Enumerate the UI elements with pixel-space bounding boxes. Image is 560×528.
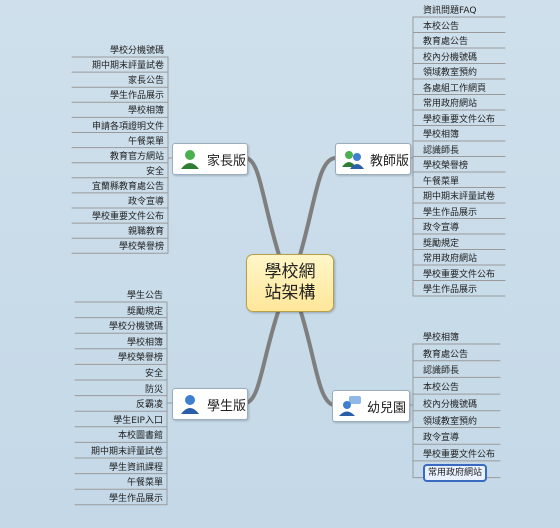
topic-leaf[interactable]: 學校榮譽榜 bbox=[117, 353, 163, 364]
topic-leaf[interactable]: 常用政府網站 bbox=[423, 463, 488, 482]
topic-leaf[interactable]: 家長公告 bbox=[127, 76, 164, 87]
topic-leaf[interactable]: 學生EIP入口 bbox=[113, 415, 163, 426]
topic-leaf[interactable]: 教育處公告 bbox=[423, 349, 469, 360]
topic-leaf[interactable]: 本校公告 bbox=[423, 21, 460, 32]
user-group-icon bbox=[342, 149, 364, 169]
topic-leaf[interactable]: 申請各項證明文件 bbox=[91, 121, 164, 132]
topic-leaf[interactable]: 學校重要文件公布 bbox=[423, 269, 496, 280]
topic-leaf[interactable]: 期中期末評量試卷 bbox=[423, 192, 496, 202]
topic-leaf[interactable]: 校內分機號碼 bbox=[423, 52, 478, 63]
topic-leaf[interactable]: 本校圖書館 bbox=[117, 431, 163, 442]
topic-leaf[interactable]: 獎勵規定 bbox=[423, 238, 460, 249]
topic-leaf[interactable]: 認識師長 bbox=[423, 366, 460, 377]
topic-leaf[interactable]: 學校分機號碼 bbox=[109, 46, 164, 56]
single-user-icon bbox=[179, 149, 201, 169]
topic-leaf[interactable]: 學校相簿 bbox=[423, 130, 460, 140]
topic-leaf[interactable]: 獎勵規定 bbox=[126, 306, 163, 317]
topic-leaf[interactable]: 學校相簿 bbox=[423, 333, 460, 343]
branch-preschool[interactable]: 幼兒園 bbox=[332, 390, 410, 422]
topic-leaf[interactable]: 政令宣導 bbox=[423, 223, 460, 233]
topic-leaf[interactable]: 資訊問題FAQ bbox=[423, 6, 477, 16]
central-topic-line-1: 學校網 bbox=[264, 262, 316, 282]
branch-teachers-label: 教師版 bbox=[370, 153, 410, 169]
topic-leaf[interactable]: 校內分機號碼 bbox=[423, 399, 478, 410]
topic-leaf[interactable]: 午餐菜單 bbox=[423, 176, 460, 187]
branch-preschool-label: 幼兒園 bbox=[367, 400, 407, 416]
topic-leaf[interactable]: 安全 bbox=[145, 166, 164, 177]
topic-leaf[interactable]: 學校重要文件公布 bbox=[423, 114, 496, 125]
topic-leaf[interactable]: 防災 bbox=[144, 384, 163, 395]
topic-leaf[interactable]: 學校重要文件公布 bbox=[91, 212, 164, 223]
topic-leaf[interactable]: 本校公告 bbox=[423, 383, 460, 394]
topic-leaf[interactable]: 宜蘭縣教育處公告 bbox=[91, 181, 164, 192]
topic-leaf[interactable]: 學校分機號碼 bbox=[108, 322, 163, 333]
topic-leaf[interactable]: 常用政府網站 bbox=[423, 99, 478, 109]
topic-leaf[interactable]: 領域教室預約 bbox=[423, 416, 478, 427]
topic-leaf[interactable]: 政令宣導 bbox=[127, 197, 164, 207]
topic-leaf[interactable]: 親職教育 bbox=[127, 227, 164, 238]
branch-students-label: 學生版 bbox=[207, 398, 247, 414]
topic-leaf[interactable]: 學生作品展示 bbox=[423, 285, 478, 295]
branch-teachers[interactable]: 教師版 bbox=[335, 143, 411, 175]
topic-leaf[interactable]: 認識師長 bbox=[423, 145, 460, 156]
connector-line bbox=[244, 156, 281, 257]
branch-students[interactable]: 學生版 bbox=[172, 388, 248, 420]
topic-leaf[interactable]: 反霸凌 bbox=[135, 400, 163, 411]
central-topic[interactable]: 學校網站架構 bbox=[246, 254, 334, 312]
topic-leaf[interactable]: 各處組工作網頁 bbox=[423, 83, 487, 94]
topic-leaf[interactable]: 期中期末評量試卷 bbox=[90, 447, 163, 457]
topic-leaf[interactable]: 學生資訊課程 bbox=[108, 462, 163, 473]
topic-leaf[interactable]: 教育官方網站 bbox=[109, 151, 164, 162]
topic-leaf[interactable]: 午餐菜單 bbox=[126, 478, 163, 489]
chat-users-icon bbox=[339, 396, 361, 416]
topic-leaf[interactable]: 常用政府網站 bbox=[423, 254, 478, 264]
topic-leaf[interactable]: 政令宣導 bbox=[423, 433, 460, 444]
connector-line bbox=[244, 307, 281, 405]
topic-leaf[interactable]: 學生作品展示 bbox=[423, 207, 478, 218]
topic-leaf[interactable]: 學生作品展示 bbox=[108, 493, 163, 504]
connector-line bbox=[298, 156, 337, 257]
topic-leaf[interactable]: 學校榮譽榜 bbox=[423, 161, 469, 171]
branch-parents-label: 家長版 bbox=[207, 153, 247, 169]
topic-leaf[interactable]: 領域教室預約 bbox=[423, 68, 478, 78]
topic-leaf[interactable]: 教育處公告 bbox=[423, 37, 469, 47]
single-user-icon bbox=[179, 394, 201, 414]
topic-leaf[interactable]: 學校重要文件公布 bbox=[423, 449, 496, 460]
topic-leaf[interactable]: 期中期末評量試卷 bbox=[91, 61, 164, 72]
branch-parents[interactable]: 家長版 bbox=[172, 143, 248, 175]
topic-leaf[interactable]: 學校相簿 bbox=[126, 337, 163, 348]
central-topic-line-2: 站架構 bbox=[264, 283, 316, 303]
topic-leaf[interactable]: 學校榮譽榜 bbox=[118, 242, 164, 253]
topic-leaf[interactable]: 學生公告 bbox=[126, 291, 163, 301]
connector-line bbox=[298, 307, 335, 407]
topic-leaf[interactable]: 午餐菜單 bbox=[127, 136, 164, 147]
topic-leaf[interactable]: 學生作品展示 bbox=[109, 91, 164, 102]
topic-leaf[interactable]: 學校相簿 bbox=[127, 106, 164, 117]
topic-leaf[interactable]: 安全 bbox=[144, 369, 163, 379]
